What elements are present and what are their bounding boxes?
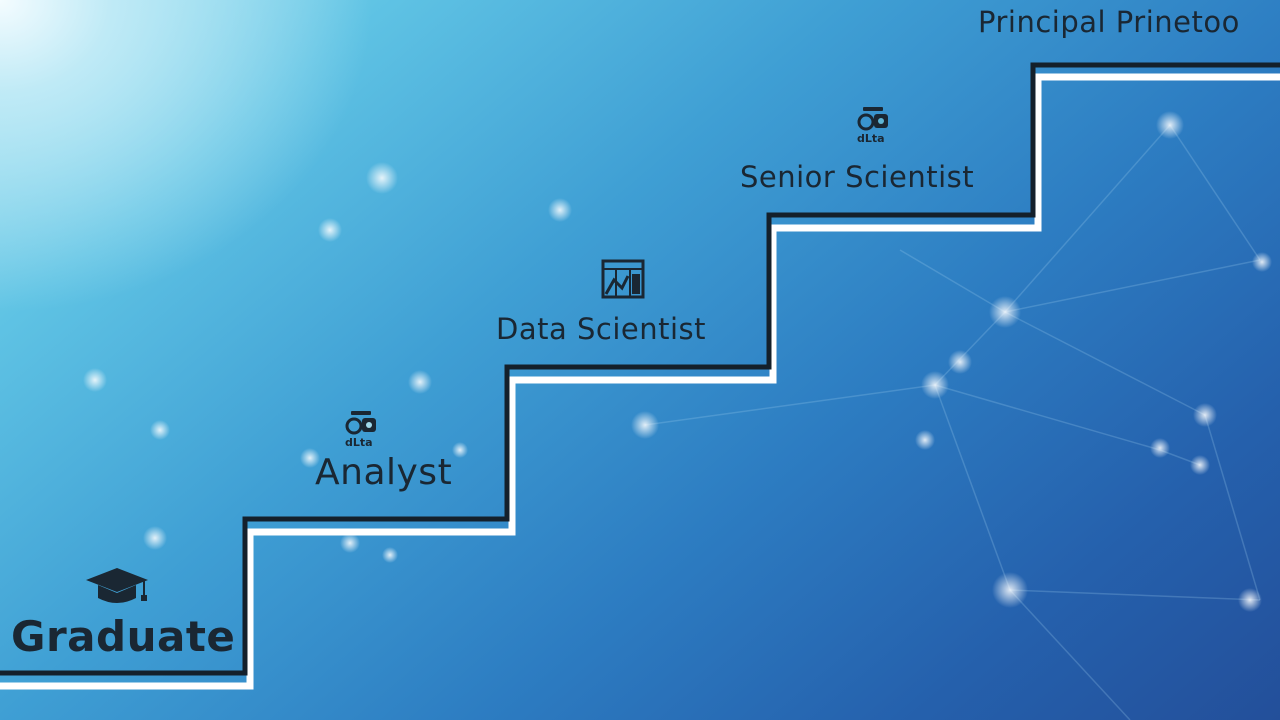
graduation-cap-icon [84,566,150,610]
lab-report-icon [600,258,646,304]
step-label-senior-scientist: Senior Scientist [740,160,975,194]
step-label-analyst: Analyst [315,452,453,493]
svg-text:dLta: dLta [857,132,885,144]
data-analysis-icon: dLta [855,104,895,148]
step-label-principal: Principal Prinetoo [978,5,1240,39]
stair-highlight [0,73,1280,690]
svg-text:dLta: dLta [345,436,373,448]
step-label-data-scientist: Data Scientist [496,312,706,346]
stair-outline [0,62,1280,676]
step-label-graduate: Graduate [11,612,236,661]
data-analysis-icon: dLta [343,408,383,452]
